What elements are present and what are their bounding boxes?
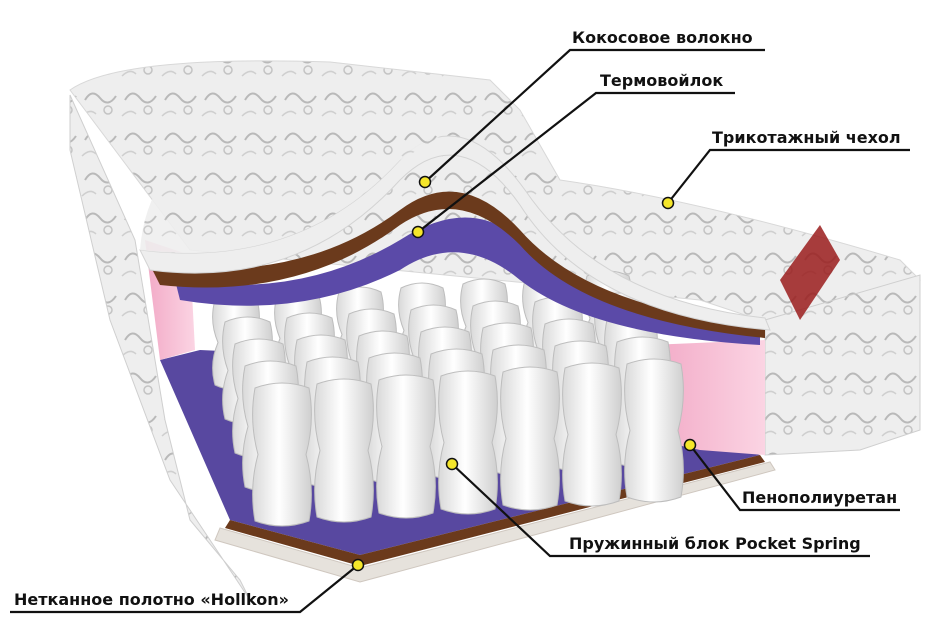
lifted-felt: [175, 217, 760, 345]
spring-pocket: [562, 362, 622, 507]
spring-pocket: [314, 378, 374, 523]
leader-lines: [10, 48, 910, 614]
leader-dots: [351, 175, 697, 572]
label-felt: Термовойлок: [600, 71, 724, 90]
lifted-coconut: [150, 191, 765, 338]
spring-pocket: [438, 370, 498, 515]
pocket-springs: [212, 270, 684, 527]
spring-pocket: [252, 382, 312, 527]
spring-pocket: [624, 358, 684, 503]
label-foam: Пенополиуретан: [742, 488, 898, 507]
lifted-cover-top: [140, 98, 480, 254]
spring-pocket: [500, 366, 560, 511]
brand-label: [780, 225, 840, 320]
spring-pocket: [376, 374, 436, 519]
label-coconut: Кокосовое волокно: [572, 28, 753, 47]
mattress-left-wall: [69, 94, 251, 601]
label-springs: Пружинный блок Pocket Spring: [569, 534, 861, 553]
label-cover: Трикотажный чехол: [712, 128, 901, 147]
label-nonwoven: Нетканное полотно «Hollkon»: [14, 590, 289, 609]
